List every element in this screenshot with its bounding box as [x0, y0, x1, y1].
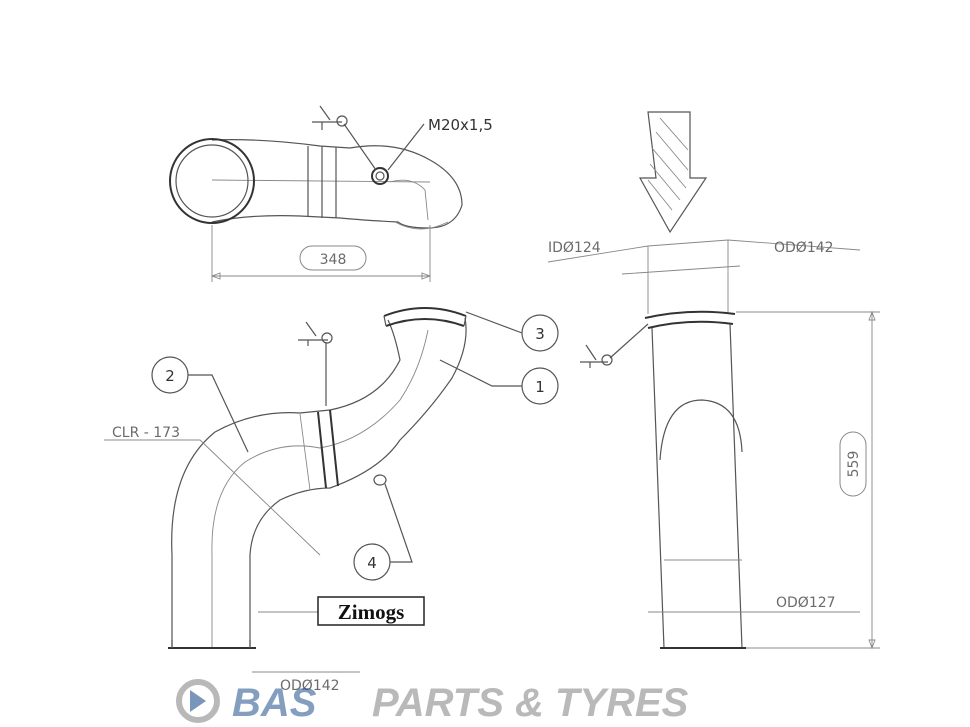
front-view: IDØ124 ODØ142 559 ODØ127 [547, 111, 880, 650]
watermark-brand: BAS [232, 681, 317, 725]
callout-2: 2 [165, 367, 175, 385]
od-bottom-side: ODØ142 [280, 678, 340, 694]
view-arrow [638, 111, 708, 234]
height-dim-box [839, 431, 867, 497]
thread-label: M20x1,5 [428, 116, 493, 134]
clr-label: CLR - 173 [112, 425, 180, 441]
callout-4: 4 [367, 554, 377, 572]
tag-box [317, 596, 425, 626]
top-view: M20x1,5 348 [169, 105, 493, 282]
id-top: IDØ124 [548, 240, 601, 256]
od-top: ODØ142 [774, 240, 834, 256]
watermark: BAS PARTS & TYRES [176, 679, 689, 725]
watermark-logo-icon [176, 679, 220, 723]
side-view: CLR - 173 3 1 2 4 Zimogs ODØ142 [104, 307, 559, 694]
od-bottom-front: ODØ127 [776, 595, 836, 611]
callout-1: 1 [535, 378, 545, 396]
tag-label: Zimogs [338, 600, 405, 624]
watermark-rest: PARTS & TYRES [372, 681, 689, 725]
length-dim: 348 [320, 252, 347, 268]
callout-3: 3 [535, 325, 545, 343]
length-dim-box [299, 245, 367, 271]
height-dim: 559 [846, 451, 862, 478]
